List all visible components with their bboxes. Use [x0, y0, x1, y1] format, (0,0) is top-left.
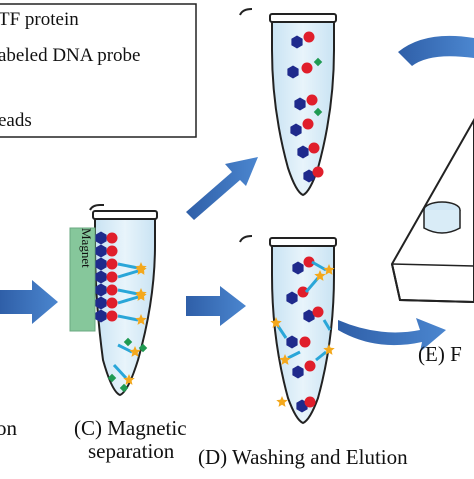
tf-protein-icon	[106, 258, 118, 270]
legend-item-dna-probe: abeled DNA probe	[0, 45, 141, 66]
dna-probe-icon	[287, 350, 301, 360]
flow-arrow-icon	[0, 280, 58, 324]
tf-protein-icon	[106, 271, 118, 283]
fluorescent-label-icon	[135, 290, 147, 301]
fluorescent-label-icon	[313, 57, 323, 67]
flow-arrow-icon	[398, 35, 474, 66]
tf-protein-icon	[303, 31, 315, 43]
magnetic-bead-icon	[292, 261, 304, 275]
tube-d	[239, 235, 337, 425]
magnetic-bead-icon	[95, 231, 107, 245]
magnetic-bead-icon	[95, 244, 107, 258]
caption-d: (D) Washing and Elution	[198, 445, 408, 469]
dna-probe-icon	[117, 314, 139, 322]
flow-arrow-icon	[186, 286, 246, 326]
tf-protein-icon	[304, 396, 316, 408]
tf-protein-icon	[306, 94, 318, 106]
magnetic-bead-icon	[286, 335, 298, 349]
magnetic-bead-icon	[95, 270, 107, 284]
tf-protein-icon	[303, 256, 315, 268]
fluorescent-label-icon	[279, 354, 291, 365]
fluorescent-label-icon	[323, 344, 335, 355]
tf-protein-icon	[301, 62, 313, 74]
fluorescent-label-icon	[123, 337, 133, 347]
magnetic-bead-icon	[294, 97, 306, 111]
magnetic-bead-icon	[291, 35, 303, 49]
dna-probe-icon	[322, 319, 332, 331]
detection-plate	[390, 117, 474, 304]
dna-probe-icon	[117, 269, 139, 279]
fluorescent-label-icon	[123, 374, 135, 385]
tf-protein-icon	[312, 306, 324, 318]
legend-box	[0, 3, 197, 138]
tf-protein-icon	[106, 310, 118, 322]
magnetic-bead-icon	[95, 257, 107, 271]
dna-probe-icon	[117, 343, 133, 354]
magnetic-bead-icon	[303, 169, 315, 183]
magnetic-bead-icon	[297, 145, 309, 159]
fluorescent-label-icon	[107, 373, 117, 383]
tf-protein-icon	[106, 297, 118, 309]
dna-probe-icon	[315, 350, 327, 362]
flow-arrow-icon	[338, 318, 446, 352]
dna-probe-icon	[311, 260, 327, 272]
magnetic-bead-icon	[290, 123, 302, 137]
tf-protein-icon	[302, 118, 314, 130]
fluorescent-label-icon	[135, 264, 147, 275]
fluorescent-label-icon	[276, 396, 288, 407]
magnetic-bead-icon	[95, 309, 107, 323]
tf-protein-icon	[304, 360, 316, 372]
fluorescent-label-icon	[323, 264, 335, 275]
fluorescent-label-icon	[138, 343, 148, 353]
dna-probe-icon	[117, 295, 139, 305]
dna-probe-icon	[117, 288, 139, 296]
flow-arrow-icon	[186, 157, 258, 220]
magnetic-bead-icon	[95, 296, 107, 310]
fluorescent-label-icon	[119, 383, 129, 393]
tf-protein-icon	[106, 284, 118, 296]
dna-probe-icon	[112, 363, 128, 380]
dna-probe-icon	[117, 262, 139, 270]
tf-protein-icon	[308, 142, 320, 154]
magnetic-bead-icon	[303, 309, 315, 323]
fluorescent-label-icon	[313, 107, 323, 117]
magnet-label: Magnet	[79, 228, 94, 268]
magnetic-bead-icon	[292, 365, 304, 379]
tf-protein-icon	[299, 336, 311, 348]
fluorescent-label-icon	[135, 314, 147, 325]
fluorescent-label-icon	[314, 270, 326, 281]
tf-protein-icon	[106, 232, 118, 244]
caption-b-partial: on	[0, 416, 17, 440]
tf-protein-icon	[297, 286, 309, 298]
magnet-block	[69, 227, 96, 332]
fluorescent-label-icon	[270, 317, 282, 328]
legend-item-beads: eads	[0, 110, 32, 131]
tf-protein-icon	[106, 245, 118, 257]
fluorescent-label-icon	[129, 346, 141, 357]
dna-probe-icon	[276, 325, 288, 339]
tf-protein-icon	[312, 166, 324, 178]
caption-c-line1: (C) Magnetic	[74, 416, 187, 440]
legend-item-tf-protein: TF protein	[0, 9, 79, 30]
magnetic-bead-icon	[286, 291, 298, 305]
caption-c-line2: separation	[88, 439, 175, 463]
dna-probe-icon	[304, 277, 320, 293]
caption-e: (E) F	[418, 342, 462, 366]
magnetic-bead-icon	[287, 65, 299, 79]
tube-unbound	[239, 8, 337, 197]
magnetic-bead-icon	[95, 283, 107, 297]
